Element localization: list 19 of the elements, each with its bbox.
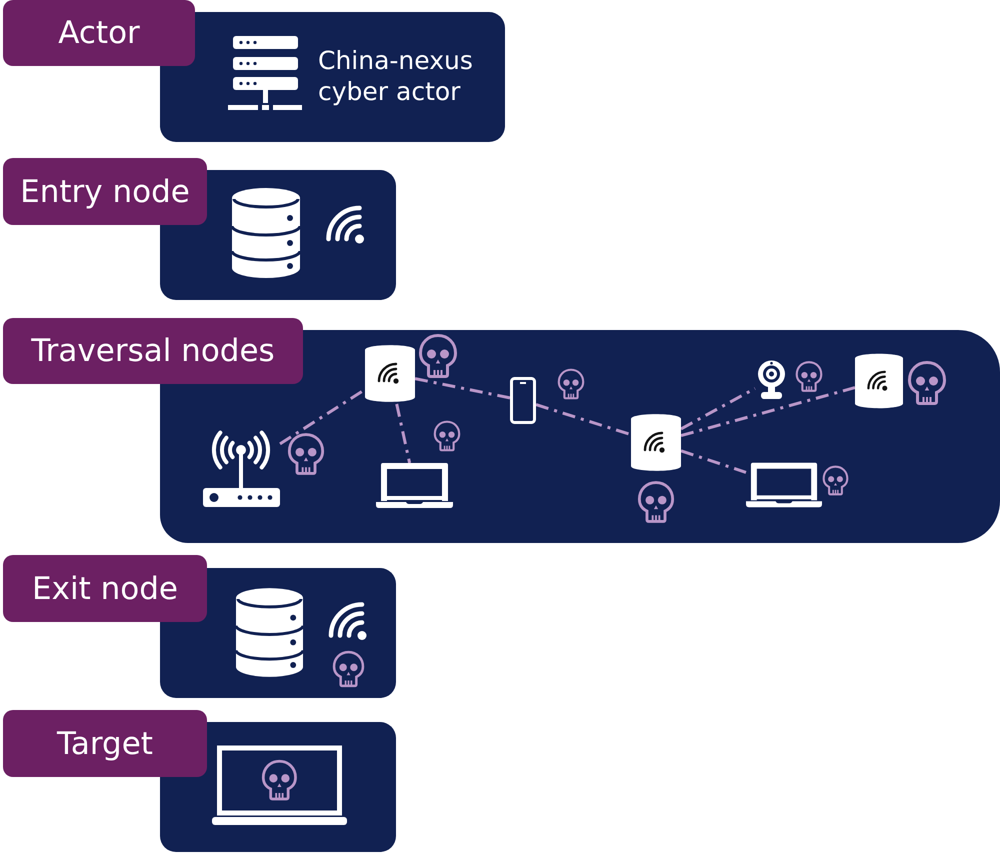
description-text: China-nexus cyber actor	[318, 45, 474, 108]
section-tab: Traversal nodes	[3, 318, 303, 384]
section-tab: Entry node	[3, 158, 207, 225]
wifi-cylinder-icon	[631, 412, 681, 473]
connector-line	[414, 377, 510, 400]
wifi-router-icon	[203, 430, 280, 507]
section-tab: Target	[3, 710, 207, 777]
connector-line	[680, 386, 856, 438]
section-tab: Actor	[3, 0, 195, 66]
smartphone-icon	[510, 377, 536, 424]
webcam-icon	[755, 360, 788, 399]
connector-line	[395, 404, 412, 464]
laptop-icon	[746, 462, 822, 508]
wifi-cylinder-icon	[365, 343, 415, 404]
laptop-icon	[376, 463, 453, 508]
connector-line	[680, 449, 746, 474]
section-tab: Exit node	[3, 555, 207, 622]
connector-line	[680, 387, 756, 430]
connector-line	[536, 403, 632, 436]
